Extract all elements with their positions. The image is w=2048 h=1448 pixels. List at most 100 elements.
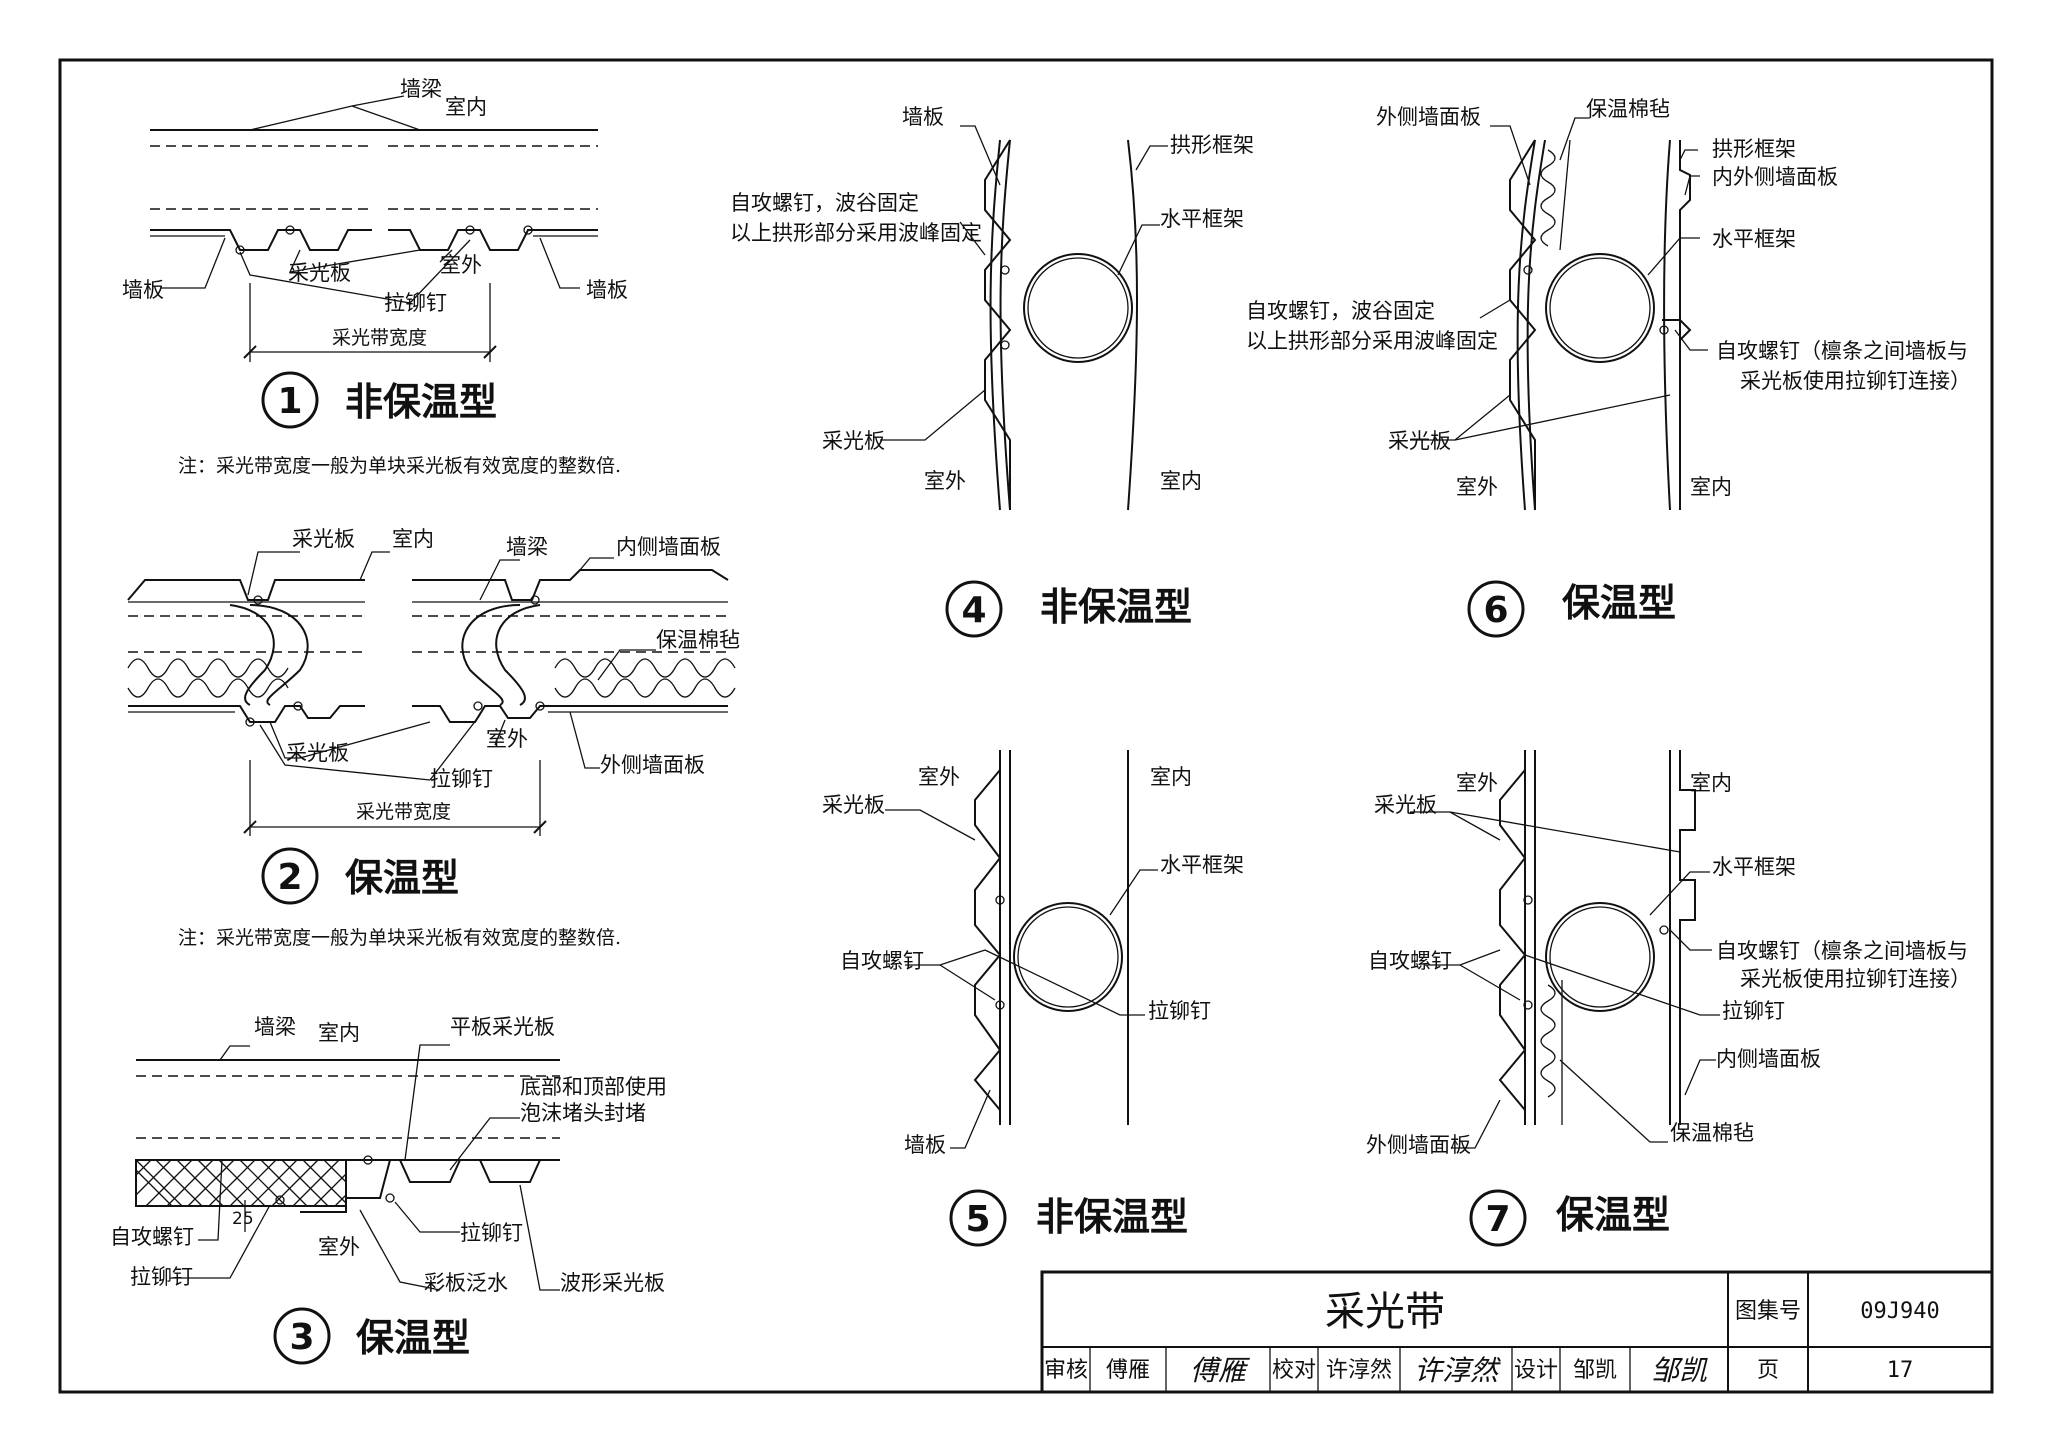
d1-label-rivet: 拉铆钉 xyxy=(384,291,447,315)
d4-label-horizontal-frame: 水平框架 xyxy=(1160,207,1244,231)
d2-label-inner-panel: 内侧墙面板 xyxy=(616,535,721,559)
review-label: 审核 xyxy=(1044,1358,1088,1383)
d3-label-screw: 自攻螺钉 xyxy=(110,1225,194,1249)
d7-label-screw: 自攻螺钉 xyxy=(1368,949,1452,973)
d3-label-indoor: 室内 xyxy=(318,1021,360,1045)
d7-number: 7 xyxy=(1485,1199,1510,1240)
d2-label-rivet: 拉铆钉 xyxy=(430,767,493,791)
d2-note: 注：采光带宽度一般为单块采光板有效宽度的整数倍. xyxy=(178,927,621,949)
d5-number: 5 xyxy=(965,1199,990,1240)
d2-label-outdoor: 室外 xyxy=(486,727,528,751)
d6-number-circle xyxy=(1467,580,1525,638)
d1-label-wall-left: 墙板 xyxy=(122,278,164,302)
d3-number: 3 xyxy=(289,1317,314,1358)
d7-label-rivet: 拉铆钉 xyxy=(1722,999,1785,1023)
page-label: 页 xyxy=(1757,1358,1779,1383)
reviewer-name: 傅雁 xyxy=(1106,1358,1150,1383)
d7-caption: 保温型 xyxy=(1556,1193,1670,1237)
d4-label-outdoor: 室外 xyxy=(924,469,966,493)
d4-label-arch-frame: 拱形框架 xyxy=(1170,133,1254,157)
d4-label-screw-1: 自攻螺钉，波谷固定 xyxy=(730,191,919,215)
d7-label-felt: 保温棉毡 xyxy=(1670,1121,1754,1145)
designer-signature: 邹凯 xyxy=(1651,1354,1708,1387)
d5-label-wall: 墙板 xyxy=(904,1133,946,1157)
d3-label-wave-panel: 波形采光板 xyxy=(560,1271,665,1295)
detail-7: 室外 室内 采光板 水平框架 自攻螺钉 自攻螺钉（檩条之间墙板与 采光板使用拉铆… xyxy=(1366,750,1971,1247)
detail-3: 25 墙梁 室内 平板采光板 底部和顶部使用 泡沫堵头封堵 自攻螺钉 拉铆钉 室… xyxy=(110,1015,667,1365)
d1-label-wall-right: 墙板 xyxy=(586,278,628,302)
d2-label-light-panel: 采光板 xyxy=(286,741,349,765)
d6-label-screw-right-1: 自攻螺钉（檩条之间墙板与 xyxy=(1716,339,1968,363)
detail-4: 墙板 拱形框架 自攻螺钉，波谷固定 以上拱形部分采用波峰固定 水平框架 采光板 … xyxy=(730,105,1254,638)
detail-1: 墙梁 室内 墙板 墙板 采光板 室外 拉铆钉 采光带宽度 1 非保温型 注：采光… xyxy=(122,77,628,477)
d7-label-screw-right-1: 自攻螺钉（檩条之间墙板与 xyxy=(1716,939,1968,963)
d2-label-outer-panel: 外侧墙面板 xyxy=(600,753,705,777)
d6-label-arch-frame: 拱形框架 xyxy=(1712,137,1796,161)
d2-label-felt: 保温棉毡 xyxy=(656,628,740,652)
d1-label-light-panel: 采光板 xyxy=(288,261,351,285)
sheet-border xyxy=(58,58,1994,1394)
d1-note: 注：采光带宽度一般为单块采光板有效宽度的整数倍. xyxy=(178,455,621,477)
d6-label-light-panel: 采光板 xyxy=(1388,429,1451,453)
d2-number-circle xyxy=(261,847,319,905)
d5-label-rivet: 拉铆钉 xyxy=(1148,999,1211,1023)
check-label: 校对 xyxy=(1272,1358,1316,1383)
d4-label-screw-2: 以上拱形部分采用波峰固定 xyxy=(730,221,982,245)
d2-label-width: 采光带宽度 xyxy=(356,801,451,823)
d4-number-circle xyxy=(945,580,1003,638)
d1-caption: 非保温型 xyxy=(345,380,497,424)
d1-number-circle xyxy=(261,371,319,429)
d7-label-inner-panel: 内侧墙面板 xyxy=(1716,1047,1821,1071)
d4-number: 4 xyxy=(961,590,986,631)
d7-label-indoor: 室内 xyxy=(1690,771,1732,795)
d2-caption: 保温型 xyxy=(345,856,459,900)
d3-label-foam-2: 泡沫堵头封堵 xyxy=(520,1101,646,1125)
d7-label-outdoor: 室外 xyxy=(1456,771,1498,795)
d7-label-outer-panel: 外侧墙面板 xyxy=(1366,1133,1471,1157)
d4-label-light-panel: 采光板 xyxy=(822,429,885,453)
d3-label-beam: 墙梁 xyxy=(254,1015,296,1039)
detail-6: 外侧墙面板 保温棉毡 拱形框架 内外侧墙面板 水平框架 自攻螺钉，波谷固定 以上… xyxy=(1246,97,1971,638)
d5-label-light-panel: 采光板 xyxy=(822,793,885,817)
d3-label-flat-panel: 平板采光板 xyxy=(450,1015,555,1039)
d6-caption: 保温型 xyxy=(1562,581,1676,625)
detail-5: 室外 室内 采光板 水平框架 自攻螺钉 拉铆钉 墙板 5 非保温型 xyxy=(822,750,1244,1247)
d7-label-light-panel: 采光板 xyxy=(1374,793,1437,817)
d4-label-wall: 墙板 xyxy=(902,105,944,129)
page-number: 17 xyxy=(1887,1358,1914,1383)
checker-signature: 许淳然 xyxy=(1414,1354,1501,1387)
detail-2: 采光板 室内 墙梁 内侧墙面板 保温棉毡 室外 采光板 拉铆钉 外侧墙面板 采光… xyxy=(127,527,740,949)
d6-label-screw-1: 自攻螺钉，波谷固定 xyxy=(1246,299,1435,323)
designer-name: 邹凯 xyxy=(1573,1358,1617,1383)
d7-label-screw-right-2: 采光板使用拉铆钉连接） xyxy=(1740,967,1971,991)
d5-label-screw: 自攻螺钉 xyxy=(840,949,924,973)
d7-number-circle xyxy=(1469,1189,1527,1247)
d3-label-flashing: 彩板泛水 xyxy=(424,1271,508,1295)
d1-label-beam: 墙梁 xyxy=(400,77,442,101)
d3-number-circle xyxy=(273,1307,331,1365)
atlas-label: 图集号 xyxy=(1735,1299,1801,1324)
d4-caption: 非保温型 xyxy=(1040,585,1192,629)
d1-label-indoor: 室内 xyxy=(445,95,487,119)
d3-label-rivet-right: 拉铆钉 xyxy=(460,1221,523,1245)
d6-label-felt: 保温棉毡 xyxy=(1586,97,1670,121)
d7-label-horizontal-frame: 水平框架 xyxy=(1712,855,1796,879)
d2-label-light-top: 采光板 xyxy=(292,527,355,551)
d3-dim-25: 25 xyxy=(232,1209,254,1229)
d5-label-outdoor: 室外 xyxy=(918,765,960,789)
d3-label-outdoor: 室外 xyxy=(318,1235,360,1259)
d5-label-indoor: 室内 xyxy=(1150,765,1192,789)
d6-label-outer-panel: 外侧墙面板 xyxy=(1376,105,1481,129)
d6-label-screw-2: 以上拱形部分采用波峰固定 xyxy=(1246,329,1498,353)
d2-label-beam: 墙梁 xyxy=(506,535,548,559)
d1-label-outdoor: 室外 xyxy=(440,253,482,277)
d6-label-inner-outer-panel: 内外侧墙面板 xyxy=(1712,165,1838,189)
d6-label-screw-right-2: 采光板使用拉铆钉连接） xyxy=(1740,369,1971,393)
atlas-number: 09J940 xyxy=(1860,1299,1939,1324)
d5-number-circle xyxy=(949,1189,1007,1247)
d4-label-indoor: 室内 xyxy=(1160,469,1202,493)
d6-number: 6 xyxy=(1483,590,1508,631)
sheet-title: 采光带 xyxy=(1325,1289,1445,1335)
design-label: 设计 xyxy=(1514,1358,1558,1383)
